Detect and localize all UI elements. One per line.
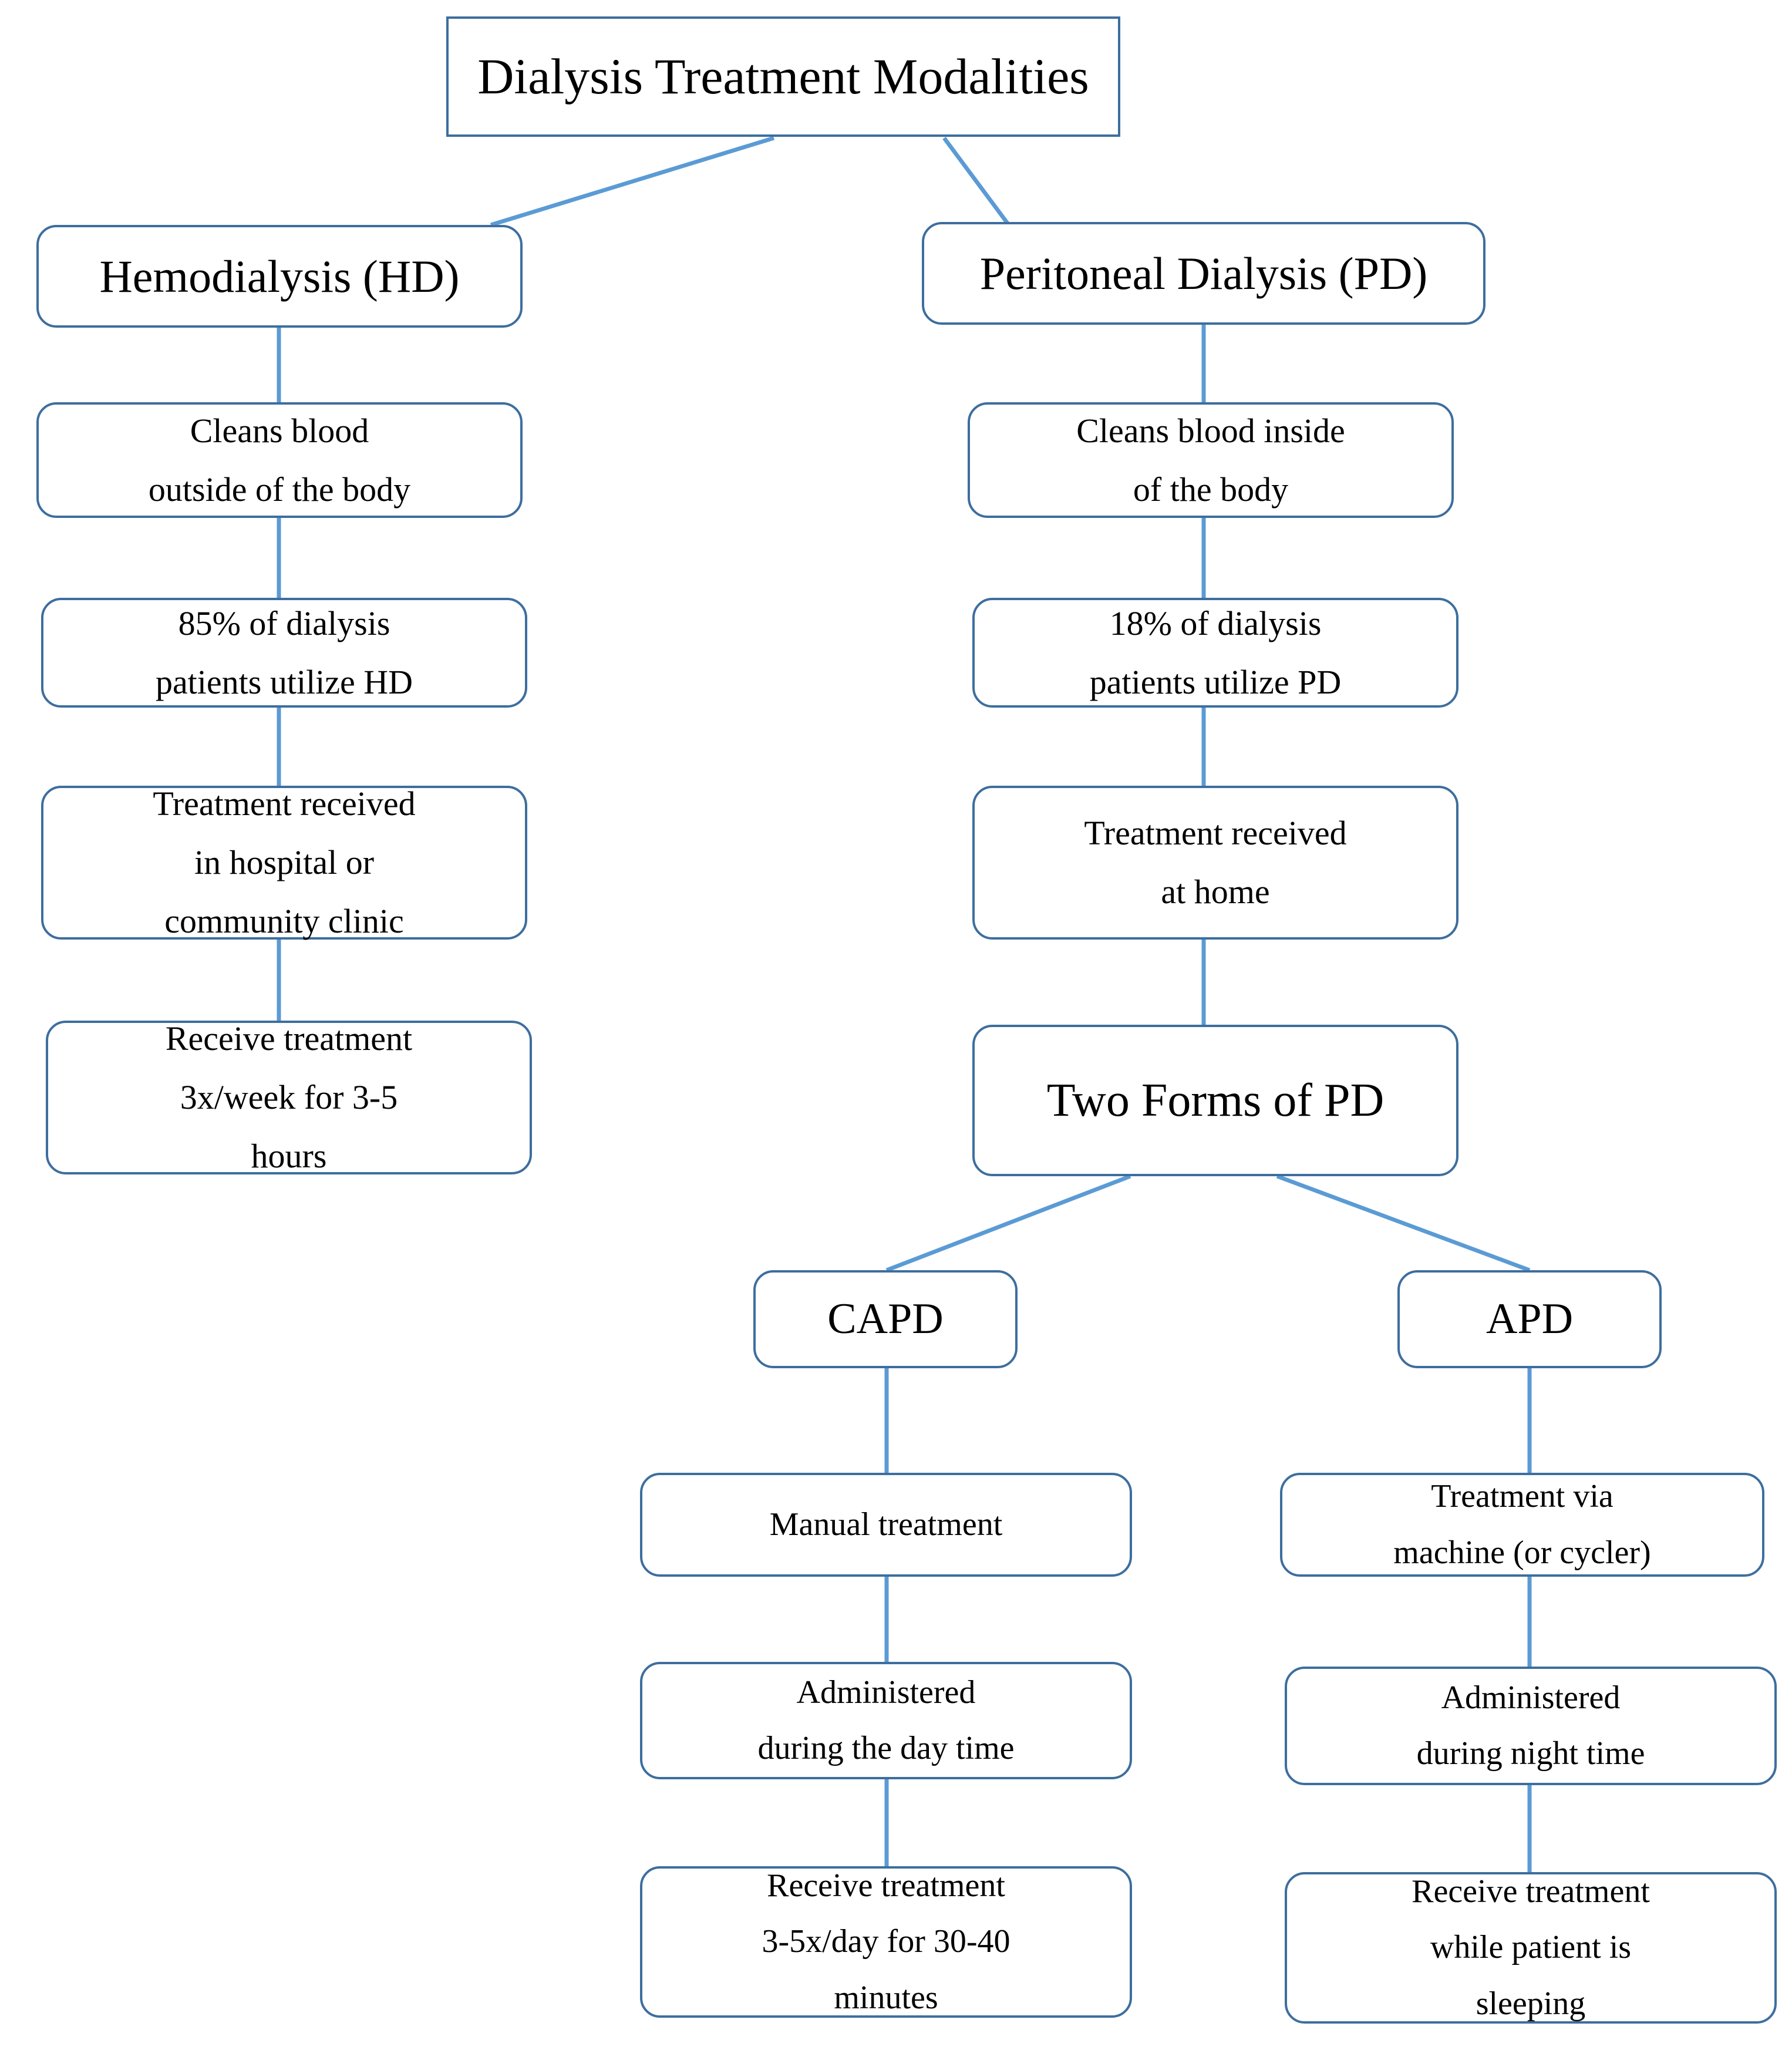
node-hd-percentage-line-2: patients utilize HD bbox=[155, 662, 413, 701]
node-pd-cleans-blood-line-2: of the body bbox=[1133, 470, 1289, 509]
node-capd-timing-line-1: Administered bbox=[796, 1674, 976, 1711]
node-hd-percentage[interactable]: 85% of dialysis patients utilize HD bbox=[41, 598, 527, 708]
node-pd-percentage[interactable]: 18% of dialysis patients utilize PD bbox=[972, 598, 1458, 708]
edge-forms-to-apd bbox=[1276, 1174, 1531, 1273]
node-hd-cleans-blood-line-1: Cleans blood bbox=[190, 411, 369, 450]
node-hd-frequency[interactable]: Receive treatment 3x/week for 3-5 hours bbox=[46, 1019, 532, 1175]
node-peritoneal-dialysis[interactable]: Peritoneal Dialysis (PD) bbox=[922, 222, 1486, 325]
node-hd-frequency-line-3: hours bbox=[251, 1136, 327, 1175]
node-peritoneal-dialysis-label: Peritoneal Dialysis (PD) bbox=[979, 247, 1428, 299]
node-apd-label: APD bbox=[1486, 1294, 1574, 1343]
node-capd-manual-line-1: Manual treatment bbox=[769, 1506, 1003, 1543]
node-capd-timing[interactable]: Administered during the day time bbox=[640, 1662, 1132, 1779]
node-capd-manual[interactable]: Manual treatment bbox=[640, 1473, 1132, 1577]
node-pd-location-line-2: at home bbox=[1161, 873, 1270, 911]
node-pd-percentage-line-2: patients utilize PD bbox=[1089, 662, 1342, 701]
node-hemodialysis[interactable]: Hemodialysis (HD) bbox=[36, 225, 523, 328]
node-hd-location-line-3: community clinic bbox=[164, 901, 404, 940]
node-hd-location-line-1: Treatment received bbox=[153, 785, 416, 823]
node-root[interactable]: Dialysis Treatment Modalities bbox=[446, 16, 1120, 137]
node-apd-timing[interactable]: Administered during night time bbox=[1285, 1667, 1777, 1785]
node-pd-percentage-line-1: 18% of dialysis bbox=[1109, 604, 1322, 642]
node-hd-location[interactable]: Treatment received in hospital or commun… bbox=[41, 785, 527, 940]
node-hd-frequency-line-1: Receive treatment bbox=[165, 1019, 413, 1058]
node-hd-cleans-blood-line-2: outside of the body bbox=[148, 470, 411, 509]
node-pd-cleans-blood[interactable]: Cleans blood inside of the body bbox=[968, 402, 1454, 518]
edge-root-to-hd bbox=[490, 136, 775, 227]
node-pd-location-line-1: Treatment received bbox=[1084, 814, 1347, 853]
node-hd-location-line-2: in hospital or bbox=[194, 843, 375, 882]
node-two-forms-of-pd[interactable]: Two Forms of PD bbox=[972, 1025, 1458, 1176]
node-hd-frequency-line-2: 3x/week for 3-5 bbox=[180, 1078, 398, 1117]
node-apd[interactable]: APD bbox=[1397, 1270, 1662, 1368]
node-apd-frequency-line-1: Receive treatment bbox=[1412, 1873, 1650, 1910]
node-capd-timing-line-2: during the day time bbox=[757, 1730, 1015, 1766]
node-root-label: Dialysis Treatment Modalities bbox=[477, 48, 1089, 105]
node-hd-percentage-line-1: 85% of dialysis bbox=[178, 604, 390, 642]
node-hd-cleans-blood[interactable]: Cleans blood outside of the body bbox=[36, 402, 523, 518]
node-capd-label: CAPD bbox=[827, 1294, 944, 1343]
node-capd[interactable]: CAPD bbox=[753, 1270, 1018, 1368]
node-apd-timing-line-2: during night time bbox=[1416, 1735, 1645, 1772]
node-apd-frequency[interactable]: Receive treatment while patient is sleep… bbox=[1285, 1872, 1777, 2024]
node-capd-frequency-line-1: Receive treatment bbox=[767, 1867, 1005, 1904]
edge-forms-to-capd bbox=[885, 1174, 1131, 1273]
edge-root-to-pd bbox=[942, 136, 1010, 227]
node-capd-frequency-line-3: minutes bbox=[834, 1979, 938, 2016]
node-apd-frequency-line-2: while patient is bbox=[1430, 1929, 1632, 1966]
node-apd-frequency-line-3: sleeping bbox=[1476, 1985, 1586, 2022]
node-apd-timing-line-1: Administered bbox=[1441, 1679, 1621, 1716]
node-capd-frequency-line-2: 3-5x/day for 30-40 bbox=[762, 1923, 1010, 1960]
node-pd-cleans-blood-line-1: Cleans blood inside bbox=[1076, 411, 1345, 450]
node-apd-machine[interactable]: Treatment via machine (or cycler) bbox=[1280, 1473, 1764, 1577]
node-hemodialysis-label: Hemodialysis (HD) bbox=[99, 250, 460, 302]
node-capd-frequency[interactable]: Receive treatment 3-5x/day for 30-40 min… bbox=[640, 1866, 1132, 2018]
node-two-forms-of-pd-label: Two Forms of PD bbox=[1046, 1075, 1385, 1126]
node-pd-location[interactable]: Treatment received at home bbox=[972, 786, 1458, 940]
node-apd-machine-line-1: Treatment via bbox=[1431, 1478, 1614, 1515]
node-apd-machine-line-2: machine (or cycler) bbox=[1393, 1534, 1651, 1571]
